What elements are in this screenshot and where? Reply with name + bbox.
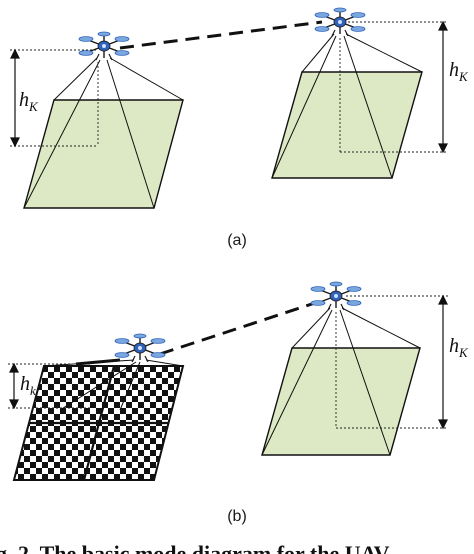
- panel-a-left-height-guides: [10, 49, 99, 147]
- panel-a-right-view-lines: [271, 33, 423, 179]
- quadcopter-drone-icon: [78, 31, 130, 61]
- panel-b-checkerboard-grid: [29, 365, 169, 481]
- panel-b-right-height-guides: [335, 295, 448, 429]
- panel-a-right-height-arrow: [438, 20, 448, 154]
- panel-b-left-height-arrow: [9, 362, 19, 410]
- panel-b-right-footprint: [261, 347, 421, 456]
- panel-b: hk hK: [8, 281, 469, 525]
- panel-a-label: (a): [227, 232, 247, 249]
- panel-b-left-height-label: hk: [20, 373, 36, 398]
- quadcopter-drone-icon: [314, 7, 366, 37]
- panel-b-flight-path: [159, 300, 319, 356]
- panel-a-left-height-label: hK: [19, 89, 39, 114]
- panel-a-left-view-lines: [23, 57, 184, 209]
- panel-a-flight-path: [119, 20, 323, 50]
- panel-b-right-height-arrow: [438, 294, 448, 430]
- panel-a-right-footprint: [271, 71, 423, 179]
- quadcopter-drone-icon: [114, 333, 166, 363]
- panel-b-right-view-lines: [261, 307, 421, 456]
- panel-a-left-height-arrow: [10, 48, 20, 148]
- panel-a: hK hK: [10, 7, 469, 249]
- figure-caption: g. 2. The basic mode diagram for the UAV: [0, 541, 390, 554]
- panel-a-left-footprint: [23, 99, 184, 209]
- panel-a-right-height-label: hK: [449, 59, 469, 84]
- panel-b-leading-dash: [75, 358, 121, 366]
- quadcopter-drone-icon: [310, 281, 362, 311]
- panel-b-right-height-label: hK: [449, 335, 469, 360]
- panel-a-right-height-guides: [339, 21, 448, 153]
- panel-b-label: (b): [227, 508, 247, 525]
